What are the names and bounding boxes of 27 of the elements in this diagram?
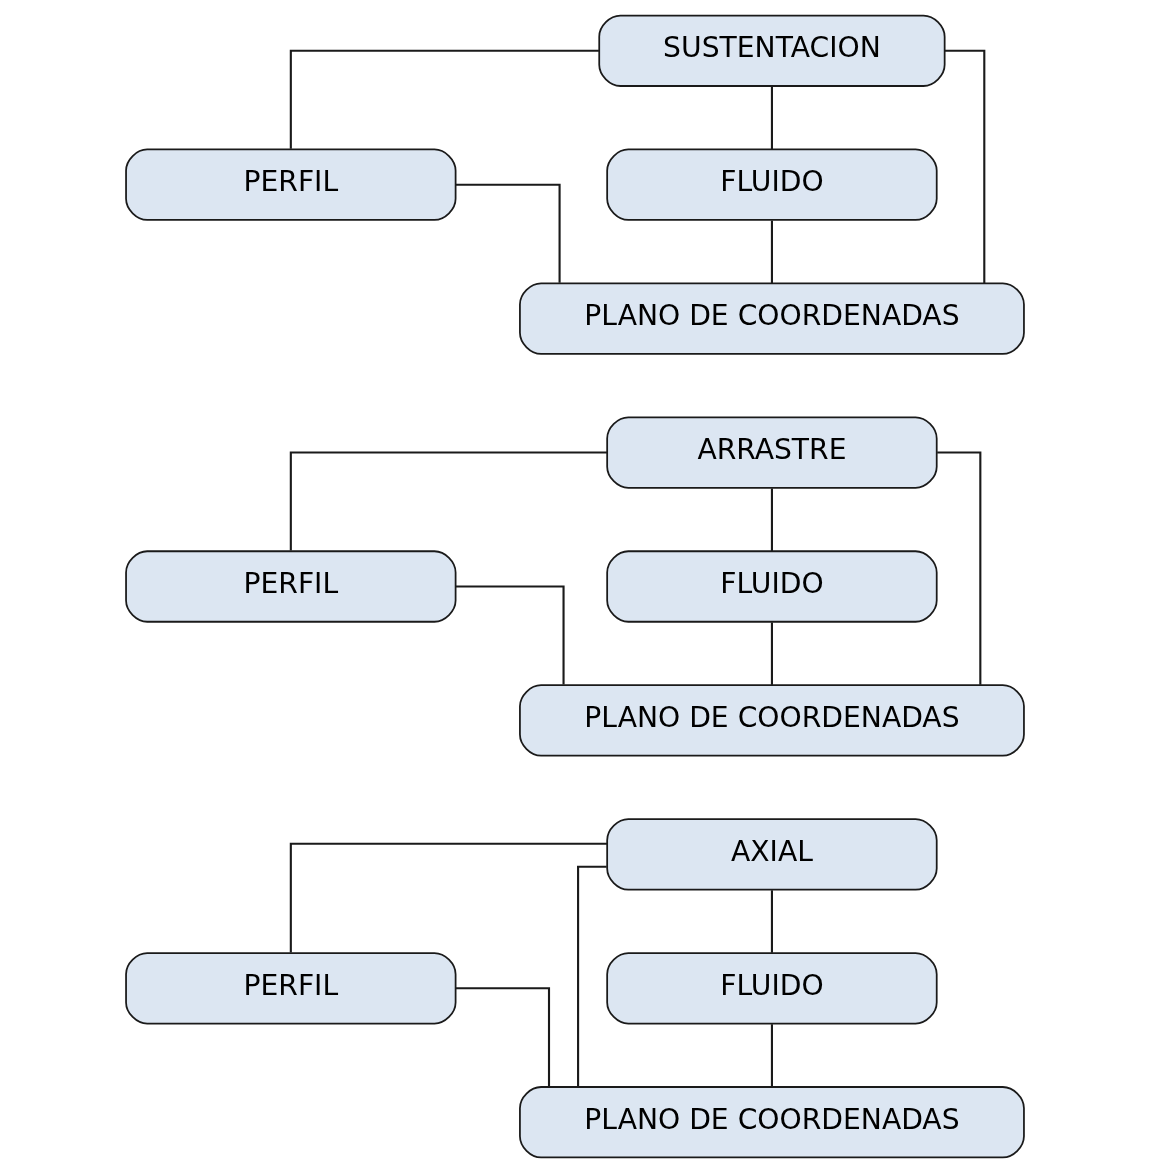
node-box: AXIAL — [605, 818, 938, 891]
connector — [455, 987, 550, 1087]
node-box: ARRASTRE — [605, 416, 938, 489]
connector — [289, 49, 599, 149]
node-box: FLUIDO — [605, 550, 938, 623]
connector — [289, 451, 607, 551]
node-box: SUSTENTACION — [597, 14, 946, 87]
connector — [576, 865, 607, 1087]
connector — [770, 488, 773, 551]
connector — [770, 86, 773, 150]
node-box: PLANO DE COORDENADAS — [518, 282, 1025, 355]
connector — [770, 220, 773, 284]
node-box: PERFIL — [124, 148, 456, 221]
connector — [770, 1024, 773, 1087]
connector — [936, 451, 981, 685]
connector — [455, 183, 561, 283]
connector — [770, 890, 773, 953]
connector — [289, 842, 607, 953]
node-box: PLANO DE COORDENADAS — [518, 1086, 1025, 1159]
node-box: PERFIL — [124, 952, 456, 1025]
connector — [944, 49, 985, 284]
node-box: PERFIL — [124, 550, 456, 623]
connector — [455, 585, 565, 685]
node-box: FLUIDO — [605, 148, 938, 221]
connector — [770, 622, 773, 685]
node-box: PLANO DE COORDENADAS — [518, 684, 1025, 757]
node-box: FLUIDO — [605, 952, 938, 1025]
